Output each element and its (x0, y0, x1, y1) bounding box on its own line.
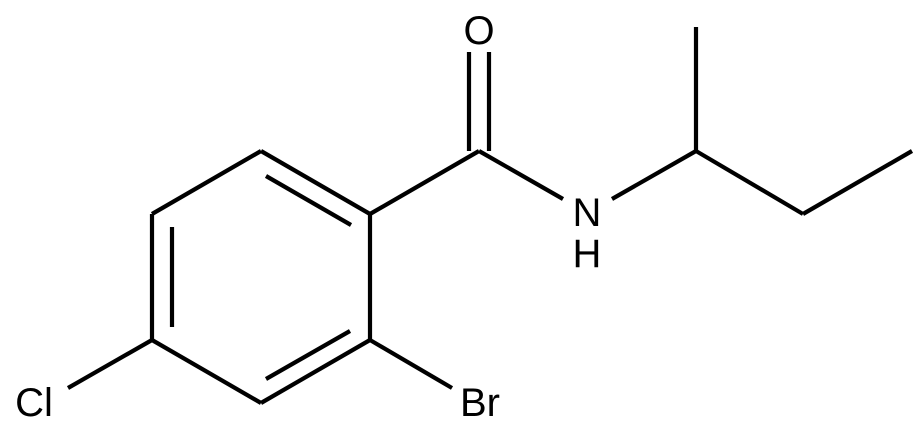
ring-bond-c5-c6 (150, 149, 263, 216)
bond-ch-ch2 (694, 149, 805, 216)
bond-ring-chlorine (66, 338, 154, 390)
ring-bond-c2-c3 (259, 338, 372, 405)
ring-bond-c6-c1 (259, 149, 372, 216)
bond-ch2-ch3 (801, 149, 914, 216)
ring-double-bond-inner (264, 329, 352, 381)
bond-ring-carbonyl (368, 149, 481, 216)
nitrogen-label: N (573, 191, 602, 235)
bond-nitrogen-ch (610, 149, 698, 201)
bond-carbonyl-nitrogen (477, 149, 565, 201)
bromine-label: Br (460, 381, 500, 425)
oxygen-label: O (463, 9, 494, 53)
hydrogen-label: H (573, 232, 602, 276)
chlorine-label: Cl (15, 381, 53, 425)
ring-bond-c3-c4 (150, 338, 263, 405)
bond-ring-bromine (368, 338, 454, 390)
ring-double-bond-inner (264, 174, 353, 227)
